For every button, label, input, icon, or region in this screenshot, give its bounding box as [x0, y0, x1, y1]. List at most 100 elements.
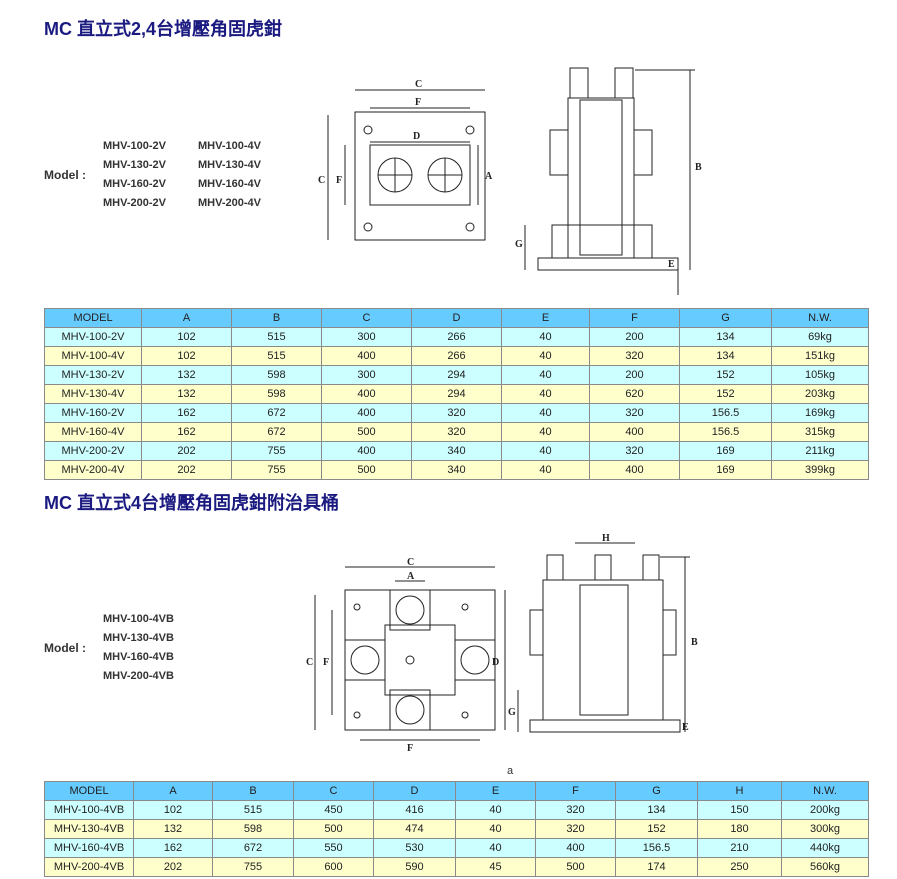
model-item: MHV-130-4V — [198, 159, 261, 171]
model-label: Model : — [44, 168, 86, 182]
section2-title: MC 直立式4台增壓角固虎鉗附治具桶 — [44, 493, 340, 513]
table-cell: 294 — [411, 365, 502, 385]
table-cell: 200 — [589, 327, 680, 347]
column-header: N.W. — [781, 781, 869, 801]
column-header: D — [373, 781, 456, 801]
table-cell: 320 — [589, 441, 680, 461]
table-cell: 40 — [501, 460, 590, 480]
column-header: B — [212, 781, 294, 801]
section1-title: MC 直立式2,4台增壓角固虎鉗 — [44, 19, 283, 39]
table-cell: 590 — [373, 857, 456, 877]
table-cell: 202 — [141, 460, 232, 480]
dim-label-c: C — [407, 557, 414, 568]
table-cell: MHV-100-4V — [44, 346, 142, 366]
table-cell: MHV-100-4VB — [44, 800, 134, 820]
dim-label-b: B — [691, 637, 698, 648]
table-cell: MHV-130-2V — [44, 365, 142, 385]
table-cell: 152 — [679, 365, 772, 385]
table-cell: 105kg — [771, 365, 869, 385]
dim-label-e: E — [682, 722, 689, 733]
column-header: D — [411, 308, 502, 328]
caption: a — [507, 765, 514, 777]
column-header: B — [231, 308, 322, 328]
table-cell: 40 — [455, 838, 536, 858]
model-item: MHV-160-2V — [103, 178, 166, 190]
table-cell: 200 — [589, 365, 680, 385]
model-item: MHV-200-4V — [198, 197, 261, 209]
table-cell: 156.5 — [679, 422, 772, 442]
dim-label-f: F — [415, 97, 421, 108]
dim-label-f2: F — [323, 657, 329, 668]
column-header: MODEL — [44, 781, 134, 801]
column-header: H — [697, 781, 782, 801]
column-header: E — [455, 781, 536, 801]
table-cell: 162 — [133, 838, 213, 858]
dim-label-f2: F — [336, 175, 342, 186]
table-cell: 203kg — [771, 384, 869, 404]
table-cell: 500 — [293, 819, 374, 839]
dim-label-c: C — [415, 79, 422, 90]
dim-label-d: D — [492, 657, 499, 668]
table-cell: 340 — [411, 441, 502, 461]
model-list-2v: MHV-100-2V MHV-130-2V MHV-160-2V MHV-200… — [103, 137, 166, 213]
table-cell: MHV-200-4V — [44, 460, 142, 480]
model-list-4v: MHV-100-4V MHV-130-4V MHV-160-4V MHV-200… — [198, 137, 261, 213]
table-cell: 530 — [373, 838, 456, 858]
table-cell: 400 — [321, 384, 412, 404]
table-cell: 755 — [231, 460, 322, 480]
table-cell: 40 — [455, 819, 536, 839]
model-item: MHV-200-4VB — [103, 670, 174, 682]
table-cell: 134 — [679, 327, 772, 347]
table-cell: 340 — [411, 460, 502, 480]
table-cell: 132 — [141, 384, 232, 404]
model-item: MHV-100-2V — [103, 140, 166, 152]
table-cell: 266 — [411, 327, 502, 347]
table-cell: 132 — [133, 819, 213, 839]
table-cell: 169kg — [771, 403, 869, 423]
table-cell: MHV-130-4VB — [44, 819, 134, 839]
table-cell: 152 — [679, 384, 772, 404]
dim-label-e: E — [668, 259, 675, 270]
table-cell: 102 — [141, 346, 232, 366]
table-cell: 156.5 — [615, 838, 698, 858]
table-cell: 598 — [231, 384, 322, 404]
model-item: MHV-160-4V — [198, 178, 261, 190]
table-cell: 320 — [535, 800, 616, 820]
table-cell: 134 — [679, 346, 772, 366]
table-cell: 102 — [133, 800, 213, 820]
table-cell: 620 — [589, 384, 680, 404]
table-cell: 202 — [133, 857, 213, 877]
table-cell: 300kg — [781, 819, 869, 839]
table-cell: 40 — [501, 422, 590, 442]
table-cell: 169 — [679, 460, 772, 480]
table-cell: 600 — [293, 857, 374, 877]
column-header: N.W. — [771, 308, 869, 328]
table-cell: 315kg — [771, 422, 869, 442]
table-cell: MHV-160-2V — [44, 403, 142, 423]
table-cell: 300 — [321, 365, 412, 385]
table-cell: 500 — [321, 460, 412, 480]
table-cell: 400 — [321, 441, 412, 461]
table-cell: 400 — [589, 422, 680, 442]
table-cell: 320 — [411, 403, 502, 423]
column-header: C — [293, 781, 374, 801]
table-cell: 174 — [615, 857, 698, 877]
table-cell: 320 — [589, 346, 680, 366]
table-cell: 672 — [231, 403, 322, 423]
dim-label-h: H — [602, 533, 610, 544]
model-item: MHV-100-4V — [198, 140, 261, 152]
table-cell: 320 — [411, 422, 502, 442]
table-cell: 40 — [501, 327, 590, 347]
table-cell: 400 — [535, 838, 616, 858]
table-cell: 40 — [501, 384, 590, 404]
table-cell: 150 — [697, 800, 782, 820]
column-header: G — [679, 308, 772, 328]
